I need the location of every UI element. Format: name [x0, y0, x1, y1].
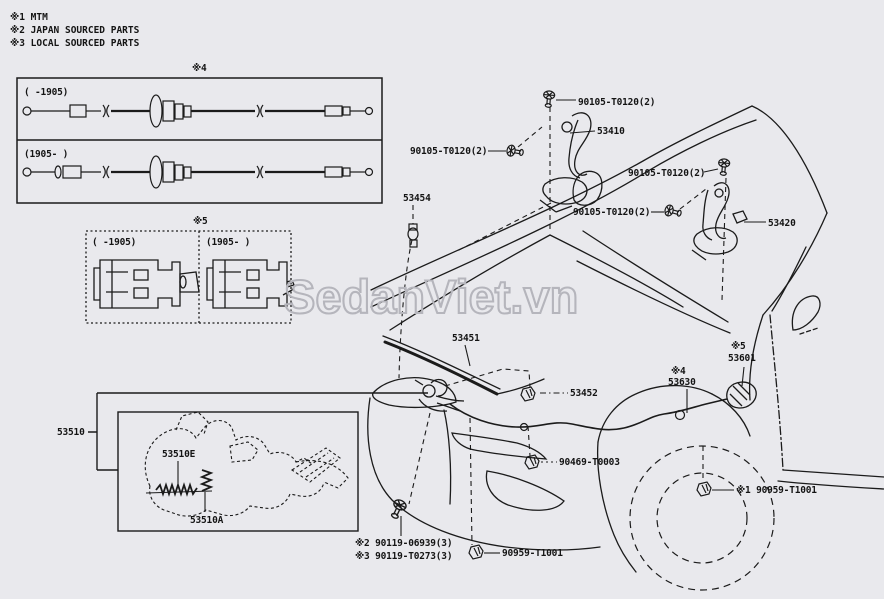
part-label-clip-90959-mtm: ※1 90959-T1001	[736, 485, 817, 496]
part-label-cable-53630: 53630	[668, 377, 696, 388]
legend-line-1: ※1 MTM	[10, 12, 48, 23]
part-label-tag-53630: ※4	[671, 366, 686, 377]
part-label-tag-53601: ※5	[731, 341, 746, 352]
connector-early-drawing	[93, 259, 200, 309]
part-label-lock-53510: 53510	[57, 427, 85, 438]
box4-variant-early: ( -1905)	[24, 87, 69, 98]
legend-line-3: ※3 LOCAL SOURCED PARTS	[10, 38, 140, 49]
box5-outline	[85, 230, 292, 324]
part-label-lock-53510e: 53510E	[162, 449, 196, 460]
dashed-leader-lines	[398, 107, 727, 546]
leader-lines	[177, 99, 766, 554]
wheel-dashed-circles	[629, 445, 775, 591]
spring-drawing	[145, 469, 214, 497]
box53510-outline	[88, 392, 428, 532]
box4-outline	[16, 77, 383, 204]
cable-drawing-late	[22, 155, 374, 189]
legend-line-2: ※2 JAPAN SOURCED PARTS	[10, 25, 140, 36]
latch-53510-drawing	[414, 378, 465, 412]
part-label-bolt-90119-japan: ※2 90119-06939(3)	[355, 538, 453, 549]
part-label-hinge-53410: 53410	[597, 126, 625, 137]
cable-53630-drawing	[449, 398, 728, 432]
part-label-lock-53510a: 53510A	[190, 515, 224, 526]
box4-variant-late: (1905- )	[24, 149, 69, 160]
part-label-bolt-90105-right-upper: 90105-T0120(2)	[628, 168, 706, 179]
hood-seal-53451-drawing	[383, 340, 499, 396]
lock-assembly-drawing	[144, 411, 349, 517]
cable-drawing-early	[22, 94, 374, 128]
part-label-bolt-90105-right-lower: 90105-T0120(2)	[573, 207, 651, 218]
box5-variant-late: (1905- )	[206, 237, 251, 248]
part-label-clip-90469: 90469-T0003	[559, 457, 620, 468]
part-label-clip-53454: 53454	[403, 193, 431, 204]
part-label-bolt-90119-local: ※3 90119-T0273(3)	[355, 551, 453, 562]
part-label-grommet-53601: 53601	[728, 353, 756, 364]
part-label-bolt-90105-left: 90105-T0120(2)	[410, 146, 488, 157]
hinge-53420-drawing	[691, 182, 748, 261]
part-label-clip-53452: 53452	[570, 388, 598, 399]
part-label-bolt-90105-top: 90105-T0120(2)	[578, 97, 656, 108]
part-label-clip-90959: 90959-T1001	[502, 548, 563, 559]
grommet-53601-drawing	[726, 381, 757, 409]
hinge-53410-drawing	[539, 112, 592, 213]
connector-late-drawing	[206, 259, 295, 309]
part-label-hinge-53420: 53420	[768, 218, 796, 229]
box4-tag: ※4	[192, 63, 207, 74]
box5-tag: ※5	[193, 216, 208, 227]
part-label-seal-53451: 53451	[452, 333, 480, 344]
box5-variant-early: ( -1905)	[92, 237, 137, 248]
car-outline	[367, 105, 884, 573]
legend: ※1 MTM ※2 JAPAN SOURCED PARTS ※3 LOCAL SOU…	[10, 11, 139, 50]
